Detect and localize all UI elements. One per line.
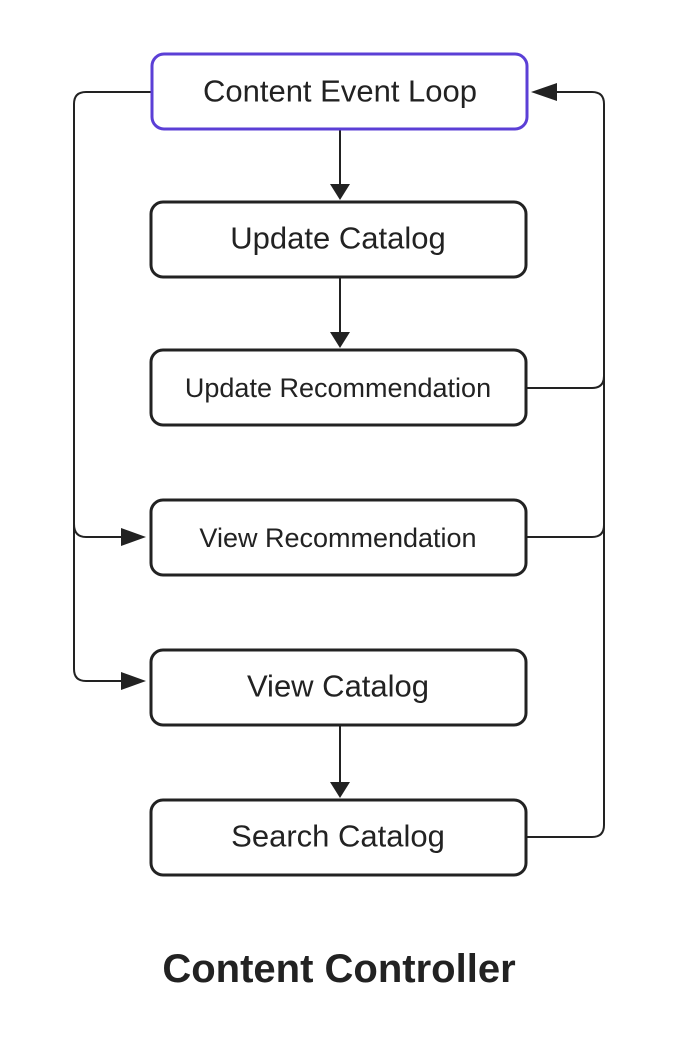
node-view-recommendation[interactable]: View Recommendation [149,498,528,577]
edges [73,83,605,838]
arrowhead-search-catalog [330,782,350,798]
node-label-content-event-loop: Content Event Loop [203,74,477,109]
arrowhead-view-catalog [121,672,146,690]
node-label-view-recommendation: View Recommendation [199,523,476,553]
node-view-catalog[interactable]: View Catalog [149,648,528,727]
node-label-search-catalog: Search Catalog [231,819,445,854]
node-label-view-catalog: View Catalog [247,669,429,704]
node-update-catalog[interactable]: Update Catalog [149,200,528,279]
node-label-update-recommendation: Update Recommendation [185,373,491,403]
edge-view-recommendation-to-event-loop [526,524,605,538]
arrowhead-content-event-loop [531,83,557,101]
edge-search-catalog-to-event-loop [526,91,605,838]
edge-event-loop-to-view-catalog [73,91,151,682]
edge-event-loop-to-view-recommendation [73,523,123,538]
node-search-catalog[interactable]: Search Catalog [149,798,528,877]
edge-update-recommendation-to-event-loop [526,375,605,389]
arrowhead-update-recommendation [330,332,350,348]
node-content-event-loop[interactable]: Content Event Loop [150,52,529,131]
diagram-title: Content Controller [162,947,515,991]
node-update-recommendation[interactable]: Update Recommendation [149,348,528,427]
node-label-update-catalog: Update Catalog [230,221,445,256]
arrowhead-view-recommendation [121,528,146,546]
arrowhead-update-catalog [330,184,350,200]
